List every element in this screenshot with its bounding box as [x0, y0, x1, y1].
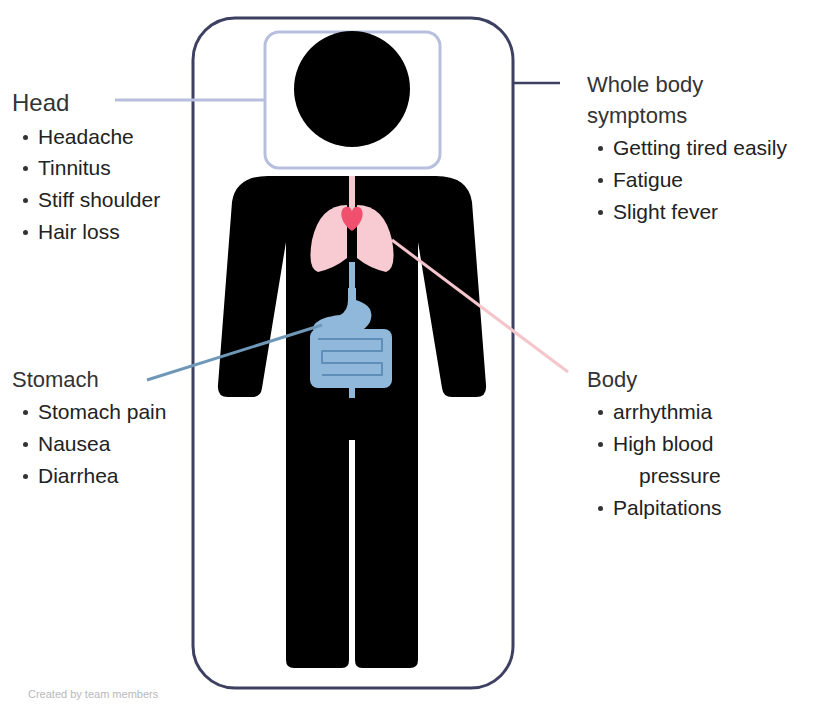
watermark: Created by team members — [28, 687, 158, 701]
symptom-item: Palpitations — [613, 492, 722, 524]
stomach — [313, 288, 371, 335]
body-frame — [193, 18, 513, 688]
region-heading: Stomach — [12, 364, 99, 396]
bullet-dot — [598, 442, 603, 447]
symptom-item: Tinnitus — [38, 152, 111, 184]
symptom-item: High blood pressure — [613, 428, 759, 492]
bullet-dot — [598, 178, 603, 183]
symptom-item: Fatigue — [613, 164, 683, 196]
symptom-item: arrhythmia — [613, 396, 712, 428]
intestines — [310, 329, 392, 388]
bullet-dot — [598, 210, 603, 215]
heart — [341, 207, 362, 231]
bullet-dot — [598, 146, 603, 151]
symptom-item: Slight fever — [613, 196, 718, 228]
symptom-item: Stiff shoulder — [38, 184, 160, 216]
symptom-item: Diarrhea — [38, 460, 119, 492]
bullet-dot — [598, 506, 603, 511]
trachea — [349, 176, 355, 212]
leader-line — [147, 325, 322, 380]
symptom-item: Headache — [38, 121, 134, 153]
region-heading: Head — [12, 87, 69, 119]
head-circle — [294, 31, 410, 147]
body-silhouette — [218, 176, 486, 668]
bullet-dot — [23, 410, 28, 415]
region-heading: Body — [587, 364, 637, 396]
symptom-item: Stomach pain — [38, 396, 166, 428]
bullet-dot — [23, 474, 28, 479]
bullet-dot — [23, 166, 28, 171]
bullet-dot — [23, 442, 28, 447]
symptom-item: Getting tired easily — [613, 132, 787, 164]
rectum — [349, 386, 355, 398]
symptom-item: Hair loss — [38, 216, 120, 248]
head-box — [265, 32, 440, 168]
leader-line — [513, 82, 560, 85]
region-heading: Whole body symptoms — [587, 69, 767, 131]
bullet-dot — [23, 135, 28, 140]
intestine-loops — [318, 339, 382, 375]
leader-line — [115, 99, 265, 102]
bullet-dot — [598, 410, 603, 415]
symptom-item: Nausea — [38, 428, 110, 460]
bullet-dot — [23, 198, 28, 203]
leader-line — [392, 240, 568, 372]
bullet-dot — [23, 230, 28, 235]
